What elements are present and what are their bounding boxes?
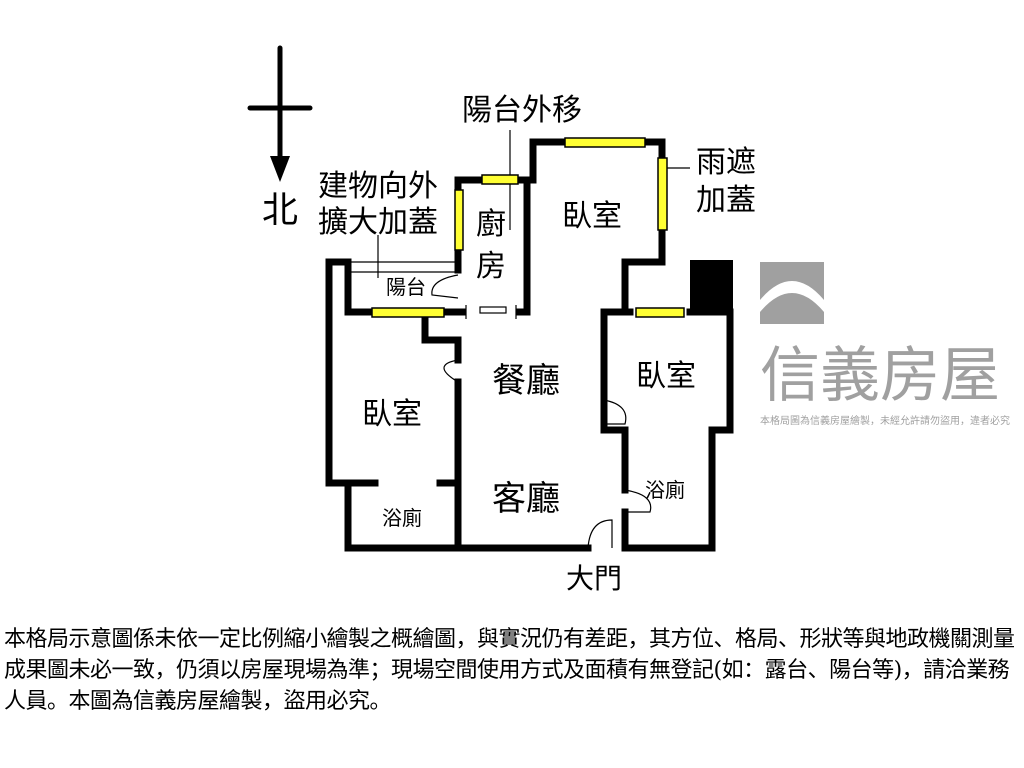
window: [454, 189, 464, 251]
main-door-label: 大門: [566, 562, 622, 595]
disclaimer-text: 本格局示意圖係未依一定比例縮小繪製之概繪圖，與實況仍有差距，其方位、格局、形狀等…: [4, 627, 1015, 714]
doors: [431, 274, 652, 549]
annotation-extension-2: 擴大加蓋: [318, 205, 438, 240]
extension-lines: [348, 130, 690, 278]
bedroom-east-label: 臥室: [636, 359, 696, 394]
living-label: 客廳: [492, 479, 560, 519]
window: [635, 307, 685, 318]
balcony-door[interactable]: [431, 274, 459, 299]
sliding-door[interactable]: [465, 305, 517, 319]
window: [481, 174, 519, 185]
floor-plan: 信義房屋 本格局圖為信義房屋繪製，未經允許請勿盜用，違者必究 北: [247, 45, 1010, 595]
dining-door[interactable]: [443, 359, 459, 383]
windows: [371, 137, 685, 318]
watermark-notice: 本格局圖為信義房屋繪製，未經允許請勿盜用，違者必究: [760, 414, 1010, 427]
window: [564, 137, 646, 148]
watermark: 信義房屋 本格局圖為信義房屋繪製，未經允許請勿盜用，違者必究: [760, 262, 1010, 427]
dining-label: 餐廳: [492, 361, 560, 401]
kitchen-label-2: 房: [476, 249, 506, 284]
main-door[interactable]: [587, 519, 613, 549]
compass-north-arrow-icon: [247, 45, 313, 182]
annotation-canopy-1: 雨遮: [696, 145, 756, 180]
duct-shaft: [690, 260, 733, 312]
kitchen-label-1: 廚: [476, 207, 506, 242]
annotation-balcony-moved: 陽台外移: [462, 93, 582, 128]
bedroom-north-label: 臥室: [562, 199, 622, 234]
bath-east-door[interactable]: [624, 489, 652, 513]
bedroom-east-door[interactable]: [603, 399, 627, 425]
annotation-extension-1: 建物向外: [318, 169, 438, 204]
north-label: 北: [262, 190, 298, 231]
watermark-brand: 信義房屋: [760, 341, 1000, 411]
bedroom-west-label: 臥室: [362, 397, 422, 432]
window: [371, 307, 445, 318]
window: [657, 157, 668, 231]
bath-east-label: 浴廁: [645, 478, 685, 502]
balcony-label: 陽台: [386, 275, 426, 299]
bath-west-label: 浴廁: [382, 506, 422, 530]
annotation-canopy-2: 加蓋: [696, 183, 756, 218]
